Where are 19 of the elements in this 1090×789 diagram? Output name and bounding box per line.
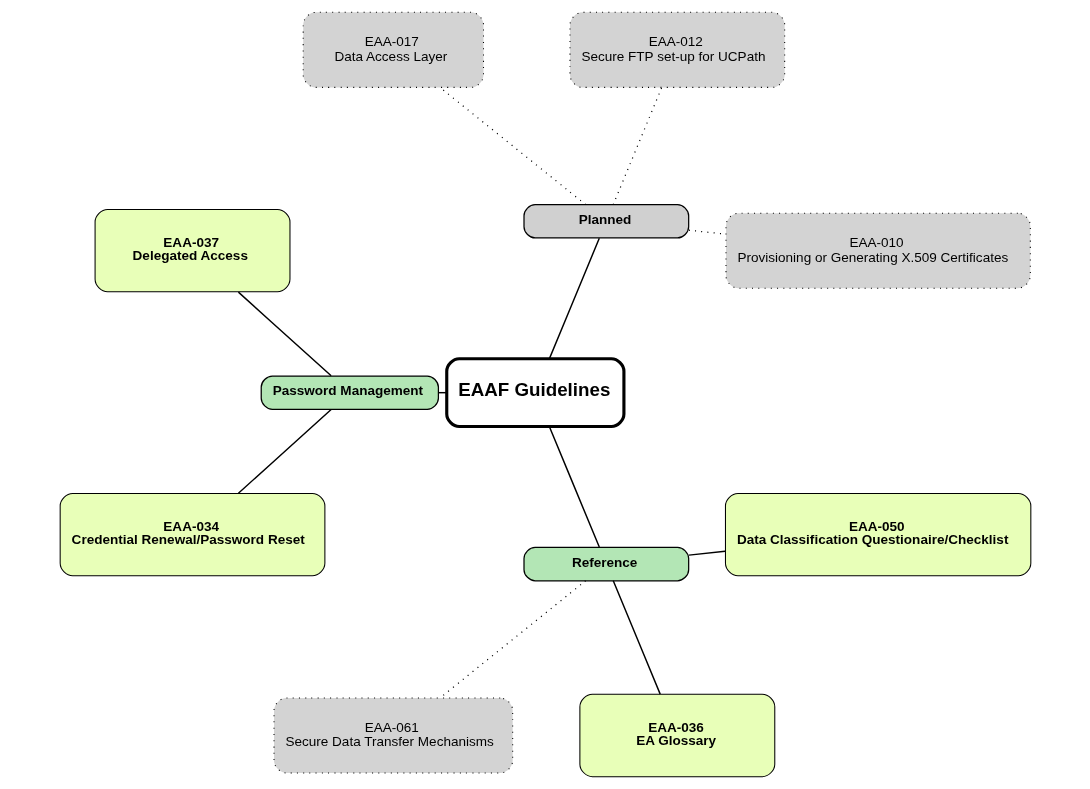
connector xyxy=(612,580,661,695)
node-box: Planned xyxy=(522,203,689,239)
node-box: EAA-010 Provisioning or Generating X.509 Certificates xyxy=(724,212,1031,289)
connector xyxy=(237,408,332,494)
node-box: EAA-012 Secure FTP set-up for UCPath xyxy=(568,11,785,88)
node-box: Password Management xyxy=(260,375,439,410)
connector xyxy=(687,550,726,556)
node-box: EAA-036 EA Glossary xyxy=(578,693,775,778)
node-box: EAA-034 Credential Renewal/Password Reset xyxy=(59,493,325,577)
node-box: EAA-017 Data Access Layer xyxy=(302,11,484,88)
node-box: EAA-050 Data Classification Questionaire/Checklist xyxy=(724,493,1031,577)
node-box: EAA-037 Delegated Access xyxy=(94,209,290,293)
connector xyxy=(612,86,662,206)
connector xyxy=(548,426,600,548)
node-box: EAA-061 Secure Data Transfer Mechanisms xyxy=(273,697,513,774)
connector xyxy=(237,291,332,377)
node-box: EAAF Guidelines xyxy=(444,357,625,429)
node-box: Reference xyxy=(522,546,689,582)
connector xyxy=(548,237,600,360)
